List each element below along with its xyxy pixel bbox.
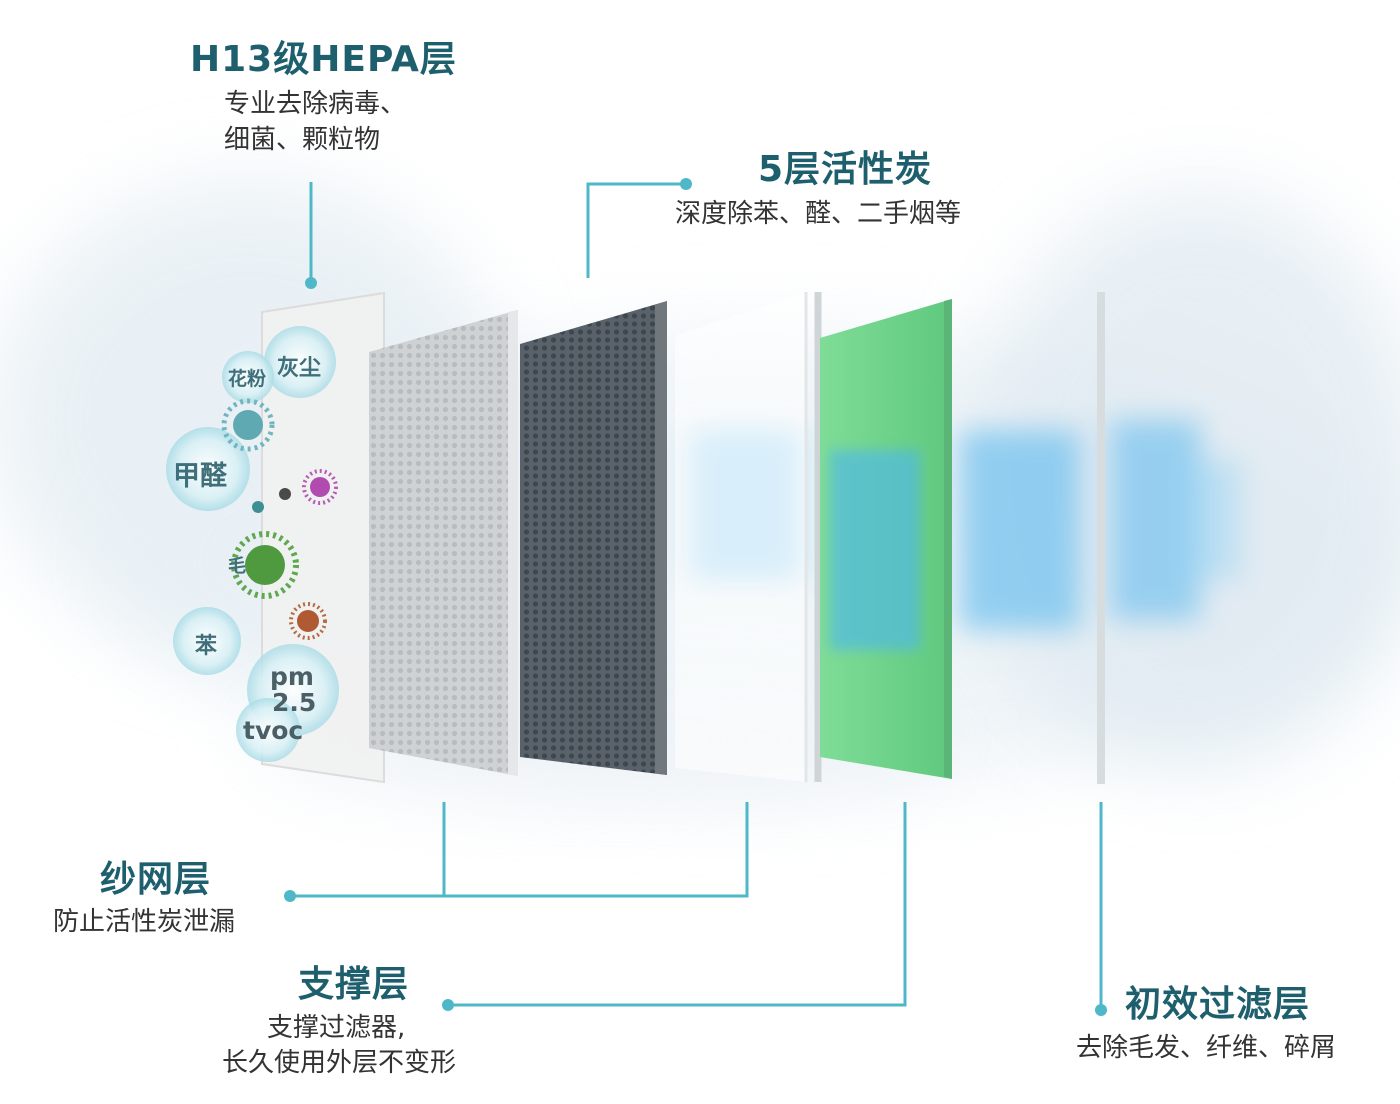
tvoc-label: tvoc: [243, 716, 304, 745]
carbon-description: 深度除苯、醛、二手烟等: [675, 199, 962, 229]
carbon-leader: [586, 182, 686, 278]
dust-particles: [252, 488, 291, 513]
mesh-title: 纱网层: [100, 859, 212, 900]
hepa-description-line-1: 专业去除病毒、: [224, 89, 407, 119]
carbon-layer: [520, 301, 667, 775]
mesh-leader-right: [444, 802, 749, 898]
support-leader: [448, 802, 907, 1007]
leader-dots: [284, 178, 1107, 1016]
prefilter-description: 去除毛发、纤维、碎屑: [1076, 1033, 1337, 1063]
leader-lines: [290, 182, 1103, 1010]
support-description-line-2: 长久使用外层不变形: [222, 1048, 457, 1078]
microbe-cyan: [221, 398, 275, 452]
support-title: 支撑层: [298, 964, 410, 1005]
carbon-title: 5层活性炭: [758, 149, 933, 190]
pollen-label: 花粉: [228, 368, 267, 390]
hepa-description-line-2: 细菌、颗粒物: [224, 125, 381, 155]
support-description-line-1: 支撑过滤器,: [267, 1013, 406, 1043]
microbe-green: [231, 531, 299, 599]
support-layer: [675, 292, 822, 782]
pm-label: pm: [270, 662, 314, 691]
airflow-blue-glow: [690, 420, 1240, 630]
pm-value-label: 2.5: [272, 688, 317, 717]
prefilter-title: 初效过滤层: [1125, 984, 1311, 1025]
green-carbon-layer: [820, 299, 952, 779]
dust-label: 灰尘: [277, 356, 322, 381]
mesh-layer: [369, 310, 518, 776]
benzene-label: 苯: [195, 634, 218, 659]
microbe-brown: [289, 602, 327, 640]
mesh-leader-left: [290, 802, 446, 898]
mesh-description: 防止活性炭泄漏: [53, 907, 236, 937]
hair-label: 毛: [228, 556, 246, 577]
microbe-purple: [302, 469, 338, 505]
pollutant-bubbles: [166, 326, 339, 762]
hepa-title: H13级HEPA层: [190, 39, 457, 80]
formaldehyde-label: 甲醛: [173, 461, 227, 492]
